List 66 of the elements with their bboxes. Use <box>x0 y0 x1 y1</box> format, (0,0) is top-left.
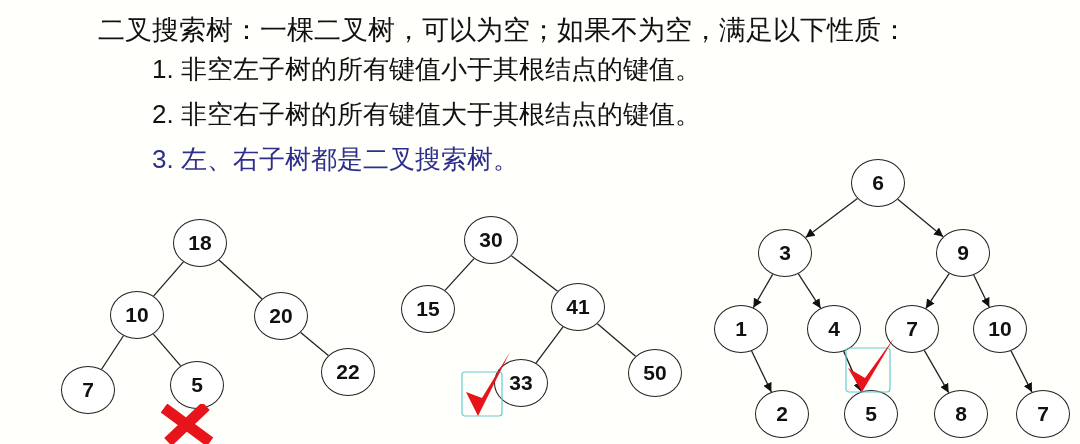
tree-node <box>936 229 990 277</box>
tree-edge <box>510 255 559 292</box>
node-value: 20 <box>269 304 293 328</box>
tree-edge <box>300 331 329 357</box>
tree-node <box>401 285 455 333</box>
tree-edge <box>152 261 185 297</box>
node-value: 33 <box>509 371 533 395</box>
node-value: 50 <box>643 361 667 385</box>
node-value: 30 <box>479 228 503 252</box>
tree-node <box>885 305 939 353</box>
tree-edge <box>100 335 125 370</box>
arrow <box>1010 350 1033 393</box>
node-value: 7 <box>1037 402 1049 426</box>
node-value: 6 <box>872 171 884 195</box>
tree-node <box>758 229 812 277</box>
tree-edge <box>218 259 263 300</box>
tree-node <box>755 390 809 438</box>
node-value: 41 <box>566 295 590 319</box>
tree-node <box>321 348 375 396</box>
node-value: 5 <box>191 373 203 397</box>
node-value: 10 <box>988 317 1012 341</box>
node-value: 9 <box>957 241 969 265</box>
node-value: 15 <box>416 297 440 321</box>
arrow <box>751 350 772 393</box>
tree-node <box>110 291 164 339</box>
node-value: 2 <box>776 402 788 426</box>
arrow <box>925 272 950 310</box>
node-value: 10 <box>125 303 149 327</box>
rule-text: 1. 非空左子树的所有键值小于其根结点的键值。 <box>152 53 701 86</box>
rule-text: 3. 左、右子树都是二叉搜索树。 <box>152 143 519 176</box>
title: 二叉搜索树：一棵二叉树，可以为空；如果不为空，满足以下性质： <box>98 14 908 47</box>
rule-text: 2. 非空右子树的所有键值大于其根结点的键值。 <box>152 98 701 131</box>
node-value: 3 <box>779 241 791 265</box>
tree-node <box>807 305 861 353</box>
arrow <box>797 273 822 309</box>
tree-edge <box>535 326 564 364</box>
tree-edge <box>596 323 637 357</box>
node-value: 18 <box>188 231 212 255</box>
tree-node <box>714 305 768 353</box>
arrow <box>752 273 774 309</box>
tree-node <box>464 216 518 264</box>
arrow <box>897 198 944 238</box>
node-value: 5 <box>865 402 877 426</box>
tree-node <box>628 349 682 397</box>
tree-edge <box>444 258 475 291</box>
node-value: 8 <box>955 402 967 426</box>
node-value: 7 <box>906 317 918 341</box>
node-value: 7 <box>82 378 94 402</box>
tree-node <box>934 390 988 438</box>
tree-node <box>851 159 905 207</box>
node-value: 1 <box>735 317 747 341</box>
arrow <box>923 349 950 394</box>
tree-edge <box>152 333 182 367</box>
tree-node <box>170 361 224 409</box>
tree-node <box>254 292 308 340</box>
tree-node <box>973 305 1027 353</box>
node-value: 4 <box>828 317 840 341</box>
node-value: 22 <box>336 360 360 384</box>
tree-node <box>551 283 605 331</box>
tree-node <box>494 359 548 407</box>
arrow <box>973 274 990 308</box>
tree-node <box>173 219 227 267</box>
tree-node <box>61 366 115 414</box>
arrow <box>804 197 859 239</box>
tree-node <box>844 390 898 438</box>
tree-node <box>1016 390 1070 438</box>
